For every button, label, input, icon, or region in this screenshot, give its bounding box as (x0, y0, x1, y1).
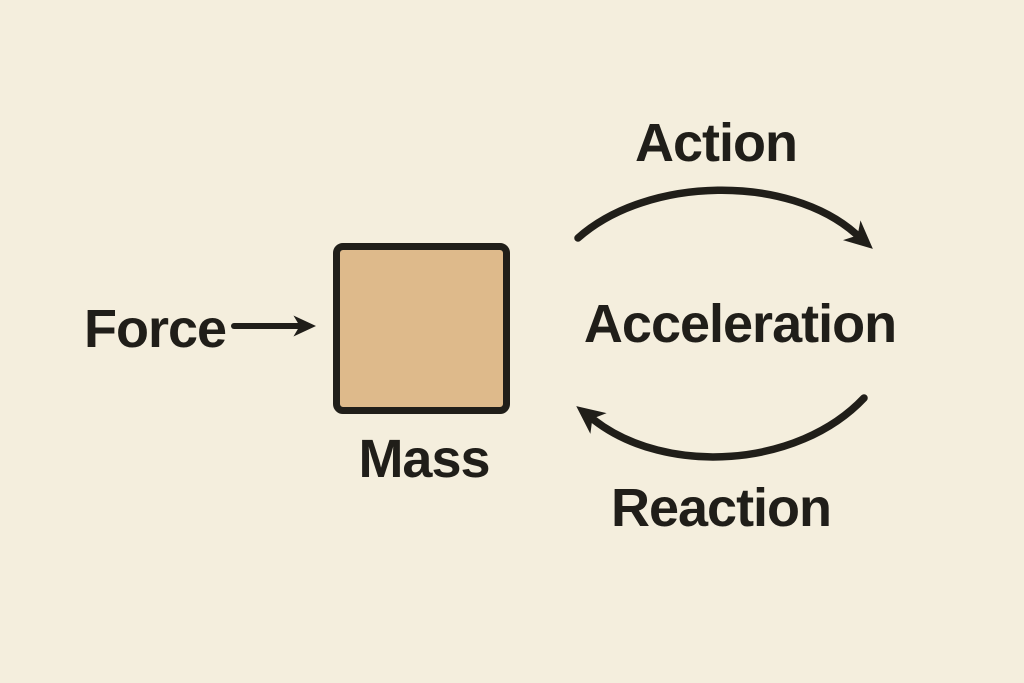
action-arrow (574, 186, 873, 249)
force-label: Force (84, 299, 227, 359)
reaction-arrow (576, 394, 868, 461)
acceleration-label: Acceleration (583, 294, 897, 354)
mass-label: Mass (358, 429, 490, 489)
reaction-label: Reaction (610, 478, 832, 538)
mass-square (333, 243, 510, 414)
action-label: Action (635, 113, 798, 173)
